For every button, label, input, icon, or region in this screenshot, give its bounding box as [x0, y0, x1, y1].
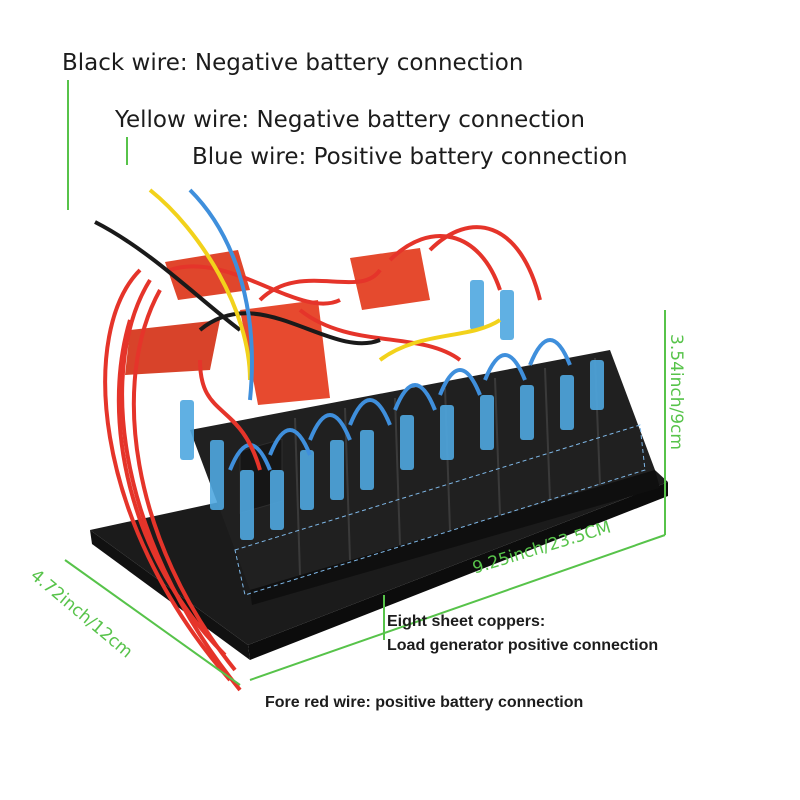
height-dimension: 3.54inch/9cm [665, 334, 686, 450]
red-wire-label: Fore red wire: positive battery connecti… [265, 694, 584, 711]
yellow-wire [148, 188, 502, 381]
blue-wire [188, 188, 254, 401]
red-wires [103, 225, 542, 692]
blue-wire-label: Blue wire: Positive battery connection [192, 144, 628, 170]
yellow-wire-label: Yellow wire: Negative battery connection [115, 107, 585, 133]
dimension-lines [64, 310, 666, 686]
copper-bar-outline [234, 424, 646, 596]
copper-label-line1: Eight sheet coppers: [387, 613, 546, 630]
black-wire [94, 220, 381, 346]
black-wire-label: Black wire: Negative battery connection [62, 50, 524, 76]
blue-connectors [180, 280, 604, 540]
copper-label-line2: Load generator positive connection [387, 637, 659, 654]
